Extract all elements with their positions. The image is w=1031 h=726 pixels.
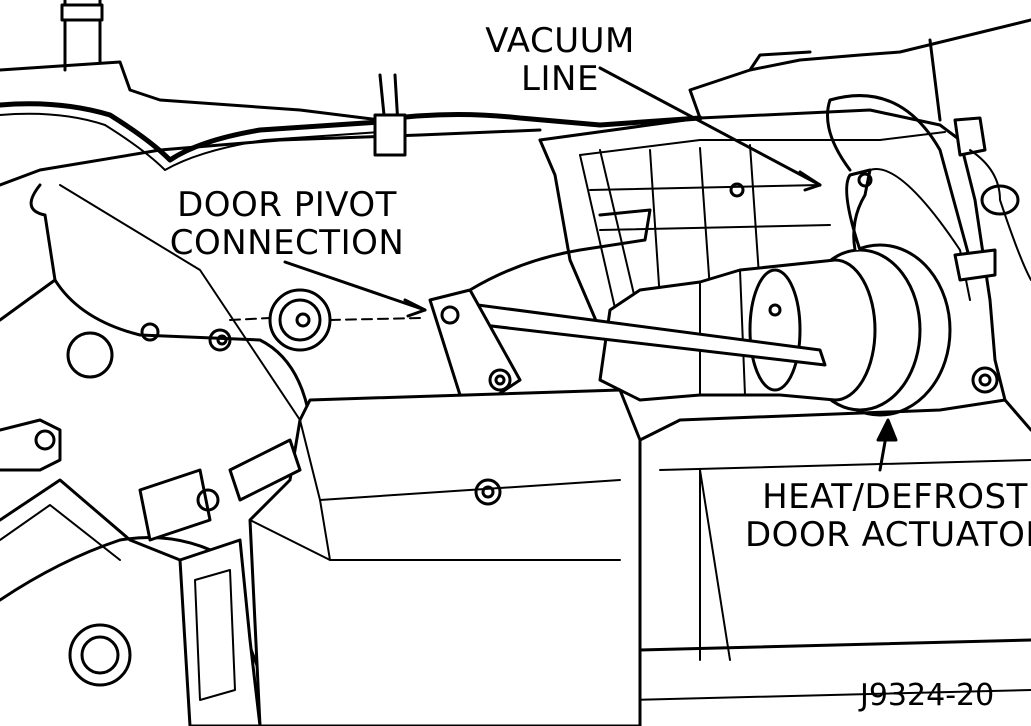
actuator-label: HEAT/DEFROST DOOR ACTUATOR bbox=[745, 478, 1031, 554]
actuator-label-line2: DOOR ACTUATOR bbox=[745, 515, 1031, 555]
vacuum-line-label-line2: LINE bbox=[521, 59, 599, 99]
figure-id: J9324-20 bbox=[860, 678, 995, 713]
door-pivot-label-line2: CONNECTION bbox=[169, 223, 405, 263]
door-pivot-label: DOOR PIVOT CONNECTION bbox=[162, 186, 412, 262]
vacuum-line-label: VACUUM LINE bbox=[475, 22, 645, 98]
actuator-label-line1: HEAT/DEFROST bbox=[762, 477, 1028, 517]
vacuum-line-label-line1: VACUUM bbox=[485, 21, 635, 61]
door-pivot-label-line1: DOOR PIVOT bbox=[177, 185, 397, 225]
